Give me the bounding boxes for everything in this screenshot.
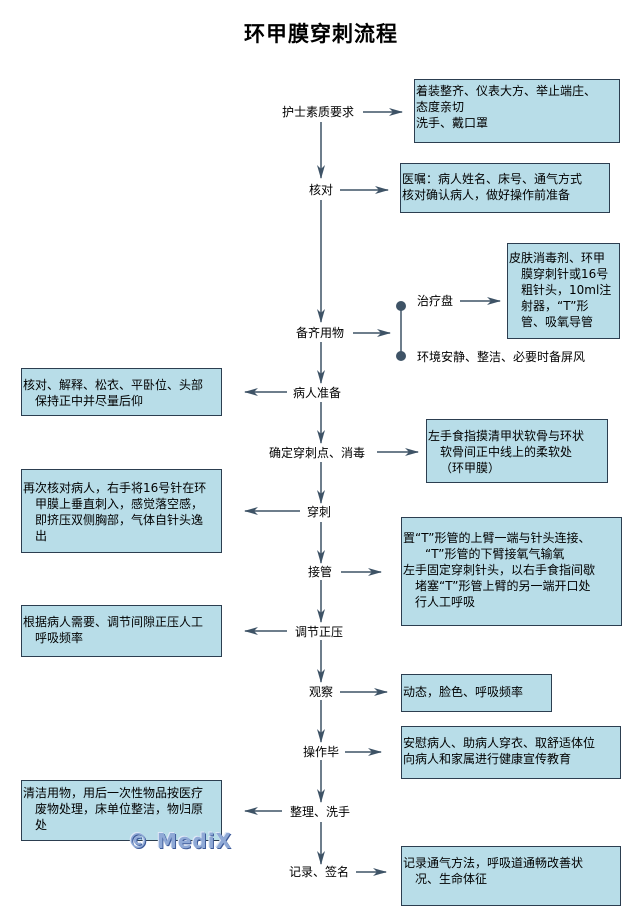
box-record: 记录通气方法，呼吸道通畅改善状 况、生命体征 (401, 846, 621, 906)
box-finish: 安慰病人、助病人穿衣、取舒适体位 向病人和家属进行健康宣传教育 (401, 726, 621, 779)
box-line: 根据病人需要、调节间隙正压人工 (23, 615, 204, 629)
box-nurse-quality: 着装整齐、仪表大方、举止端庄、 态度亲切 洗手、戴口罩 (414, 79, 620, 143)
branch-node-top (396, 301, 406, 311)
watermark-logo: © MediX (128, 829, 233, 853)
box-line: 洗手、戴口罩 (416, 116, 489, 130)
box-line: 膜穿刺针或16号 (521, 267, 609, 281)
box-line: 记录通气方法，呼吸道通畅改善状 (403, 856, 584, 870)
box-line: 核对、解释、松衣、平卧位、头部 (23, 378, 204, 392)
box-line: 射器，“T”形 (521, 299, 589, 313)
step-observe: 观察 (309, 685, 334, 699)
box-line: 左手固定穿刺针头，以右手食指间歇 (403, 563, 596, 577)
box-puncture-point: 左手食指摸清甲状软骨与环状 软骨间正中线上的柔软处 （环甲膜） (426, 419, 608, 483)
step-finish: 操作毕 (303, 745, 340, 759)
page-title: 环甲膜穿刺流程 (244, 22, 398, 46)
step-prepare-items: 备齐用物 (296, 326, 345, 340)
box-line: 管、吸氧导管 (521, 315, 594, 329)
box-line: 动态，脸色、呼吸频率 (403, 685, 524, 699)
box-line: 核对确认病人，做好操作前准备 (402, 188, 571, 202)
branch-node-bottom (396, 351, 406, 361)
box-line: 着装整齐、仪表大方、举止端庄、 (416, 84, 597, 98)
box-tidy: 清洁用物，用后一次性物品按医疗 废物处理，床单位整洁，物归原 处 (21, 780, 222, 841)
box-patient-prep: 核对、解释、松衣、平卧位、头部 保持正中并尽量后仰 (21, 368, 222, 416)
box-line: 堵塞“T”形管上臂的另一端开口处 (415, 579, 591, 593)
box-line: 向病人和家属进行健康宣传教育 (403, 752, 572, 766)
box-line: 况、生命体征 (415, 872, 488, 886)
box-adjust-pressure: 根据病人需要、调节间隙正压人工 呼吸频率 (21, 605, 222, 657)
box-line: “T”形管的下臂接氧气输氧 (425, 547, 565, 561)
step-puncture: 穿刺 (307, 505, 332, 519)
box-line: 医嘱：病人姓名、床号、通气方式 (402, 172, 583, 186)
box-tray-contents: 皮肤消毒剂、环甲 膜穿刺针或16号 粗针头，10ml注 射器，“T”形 管、吸氧… (507, 243, 620, 339)
box-line: 安慰病人、助病人穿衣、取舒适体位 (403, 736, 596, 750)
box-line: 呼吸频率 (35, 631, 84, 645)
step-adjust-pressure: 调节正压 (295, 625, 344, 639)
step-patient-prep: 病人准备 (293, 386, 342, 400)
branch-environment-label: 环境安静、整洁、必要时备屏风 (417, 350, 586, 364)
branch-tray-label: 治疗盘 (417, 294, 454, 308)
step-locate-disinfect: 确定穿刺点、消毒 (269, 446, 366, 460)
box-line: 软骨间正中线上的柔软处 (440, 445, 573, 459)
box-connect-tube: 置“T”形管的上臂一端与针头连接、 “T”形管的下臂接氧气输氧 左手固定穿刺针头… (401, 517, 622, 626)
box-line: 甲膜上垂直刺入，感觉落空感， (35, 497, 204, 511)
box-line: 行人工呼吸 (415, 595, 476, 609)
box-line: 置“T”形管的上臂一端与针头连接、 (403, 531, 591, 545)
box-observe: 动态，脸色、呼吸频率 (401, 674, 552, 712)
box-line: （环甲膜） (440, 461, 501, 475)
box-line: 保持正中并尽量后仰 (35, 394, 144, 408)
box-line: 左手食指摸清甲状软骨与环状 (428, 429, 585, 443)
box-line: 处 (35, 818, 48, 832)
box-line: 态度亲切 (416, 100, 465, 114)
step-check: 核对 (309, 183, 334, 197)
box-line: 废物处理，床单位整洁，物归原 (35, 802, 204, 816)
step-tidy-wash: 整理、洗手 (290, 805, 351, 819)
box-line: 清洁用物，用后一次性物品按医疗 (23, 786, 204, 800)
box-line: 再次核对病人，右手将16号针在环 (23, 481, 207, 495)
step-record-sign: 记录、签名 (289, 865, 350, 879)
box-puncture: 再次核对病人，右手将16号针在环 甲膜上垂直刺入，感觉落空感， 即挤压双侧胸部，… (21, 469, 222, 553)
step-connect-tube: 接管 (308, 565, 333, 579)
box-line: 出 (35, 529, 48, 543)
box-line: 即挤压双侧胸部，气体自针头逸 (35, 513, 204, 527)
box-line: 皮肤消毒剂、环甲 (509, 251, 606, 265)
box-check: 医嘱：病人姓名、床号、通气方式 核对确认病人，做好操作前准备 (400, 163, 610, 213)
step-nurse-quality: 护士素质要求 (282, 105, 355, 119)
box-line: 粗针头，10ml注 (521, 283, 612, 297)
